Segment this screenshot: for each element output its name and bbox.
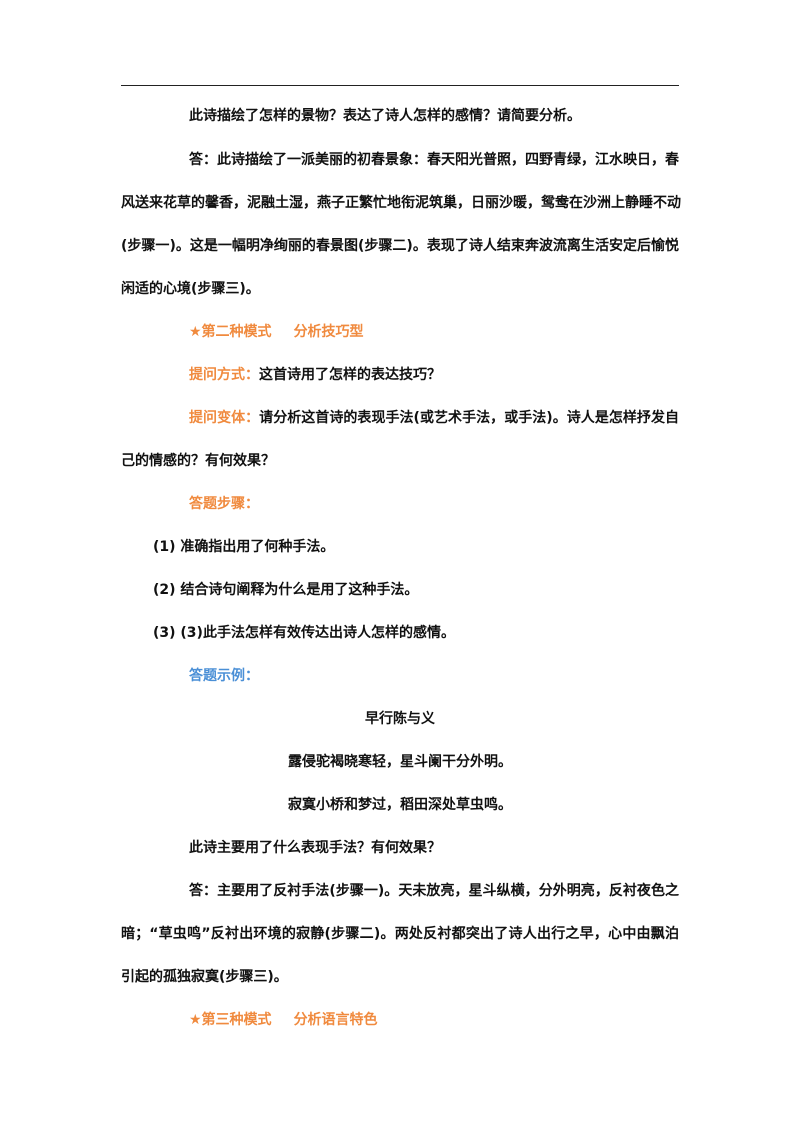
- answer-1-line-1: 答：此诗描绘了一派美丽的初春景象：春天阳光普照，四野青绿，江水映日，春: [189, 152, 679, 168]
- mode-3-heading-star: ★第三种模式: [189, 1012, 272, 1028]
- question-2: 此诗主要用了什么表现手法？有何效果？: [189, 840, 441, 856]
- answer-2-line-2: 暗；“草虫鸣”反衬出环境的寂静(步骤二)。两处反衬都突出了诗人出行之早，心中由飘…: [121, 926, 679, 942]
- question-1: 此诗描绘了怎样的景物？表达了诗人怎样的感情？请简要分析。: [189, 108, 581, 124]
- steps-label: 答题步骤：: [189, 496, 259, 512]
- ask-variant-line-2: 己的情感的？有何效果？: [121, 453, 275, 469]
- step-2: (2) 结合诗句阐释为什么是用了这种手法。: [153, 582, 419, 598]
- poem-line-1: 露侵驼褐晓寒轻，星斗阑干分外明。: [288, 754, 512, 770]
- poem-title: 早行陈与义: [365, 711, 435, 727]
- mode-3-heading: ★第三种模式 分析语言特色: [189, 1011, 378, 1029]
- step-1: (1) 准确指出用了何种手法。: [153, 539, 335, 555]
- answer-1-line-2: 风送来花草的馨香，泥融土湿，燕子正繁忙地衔泥筑巢，日丽沙暖，鸳鸯在沙洲上静睡不动: [121, 195, 681, 211]
- step-3: (3) (3)此手法怎样有效传达出诗人怎样的感情。: [153, 625, 455, 641]
- mode-2-heading: ★第二种模式 分析技巧型: [189, 323, 364, 341]
- ask-method-text: 这首诗用了怎样的表达技巧？: [259, 367, 441, 383]
- mode-3-heading-title: 分析语言特色: [293, 1012, 378, 1028]
- header-rule: [121, 85, 679, 86]
- poem-line-2: 寂寞小桥和梦过，稻田深处草虫鸣。: [288, 797, 512, 813]
- ask-method-label: 提问方式：: [189, 367, 259, 383]
- ask-variant-label: 提问变体：: [189, 410, 260, 426]
- ask-variant-text: 请分析这首诗的表现手法(或艺术手法，或手法)。诗人是怎样抒发自: [259, 410, 679, 426]
- mode-2-heading-title: 分析技巧型: [293, 324, 364, 340]
- ask-method: 提问方式：这首诗用了怎样的表达技巧？: [189, 366, 441, 384]
- mode-2-heading-star: ★第二种模式: [189, 324, 272, 340]
- answer-2-line-3: 引起的孤独寂寞(步骤三)。: [121, 969, 288, 985]
- answer-1-line-3: (步骤一)。这是一幅明净绚丽的春景图(步骤二)。表现了诗人结束奔波流离生活安定后…: [121, 238, 679, 254]
- answer-2-line-1: 答：主要用了反衬手法(步骤一)。天未放亮，星斗纵横，分外明亮，反衬夜色之: [189, 883, 679, 899]
- ask-variant: 提问变体：请分析这首诗的表现手法(或艺术手法，或手法)。诗人是怎样抒发自: [189, 409, 679, 427]
- answer-1-line-4: 闲适的心境(步骤三)。: [121, 281, 260, 297]
- example-label: 答题示例：: [189, 668, 259, 684]
